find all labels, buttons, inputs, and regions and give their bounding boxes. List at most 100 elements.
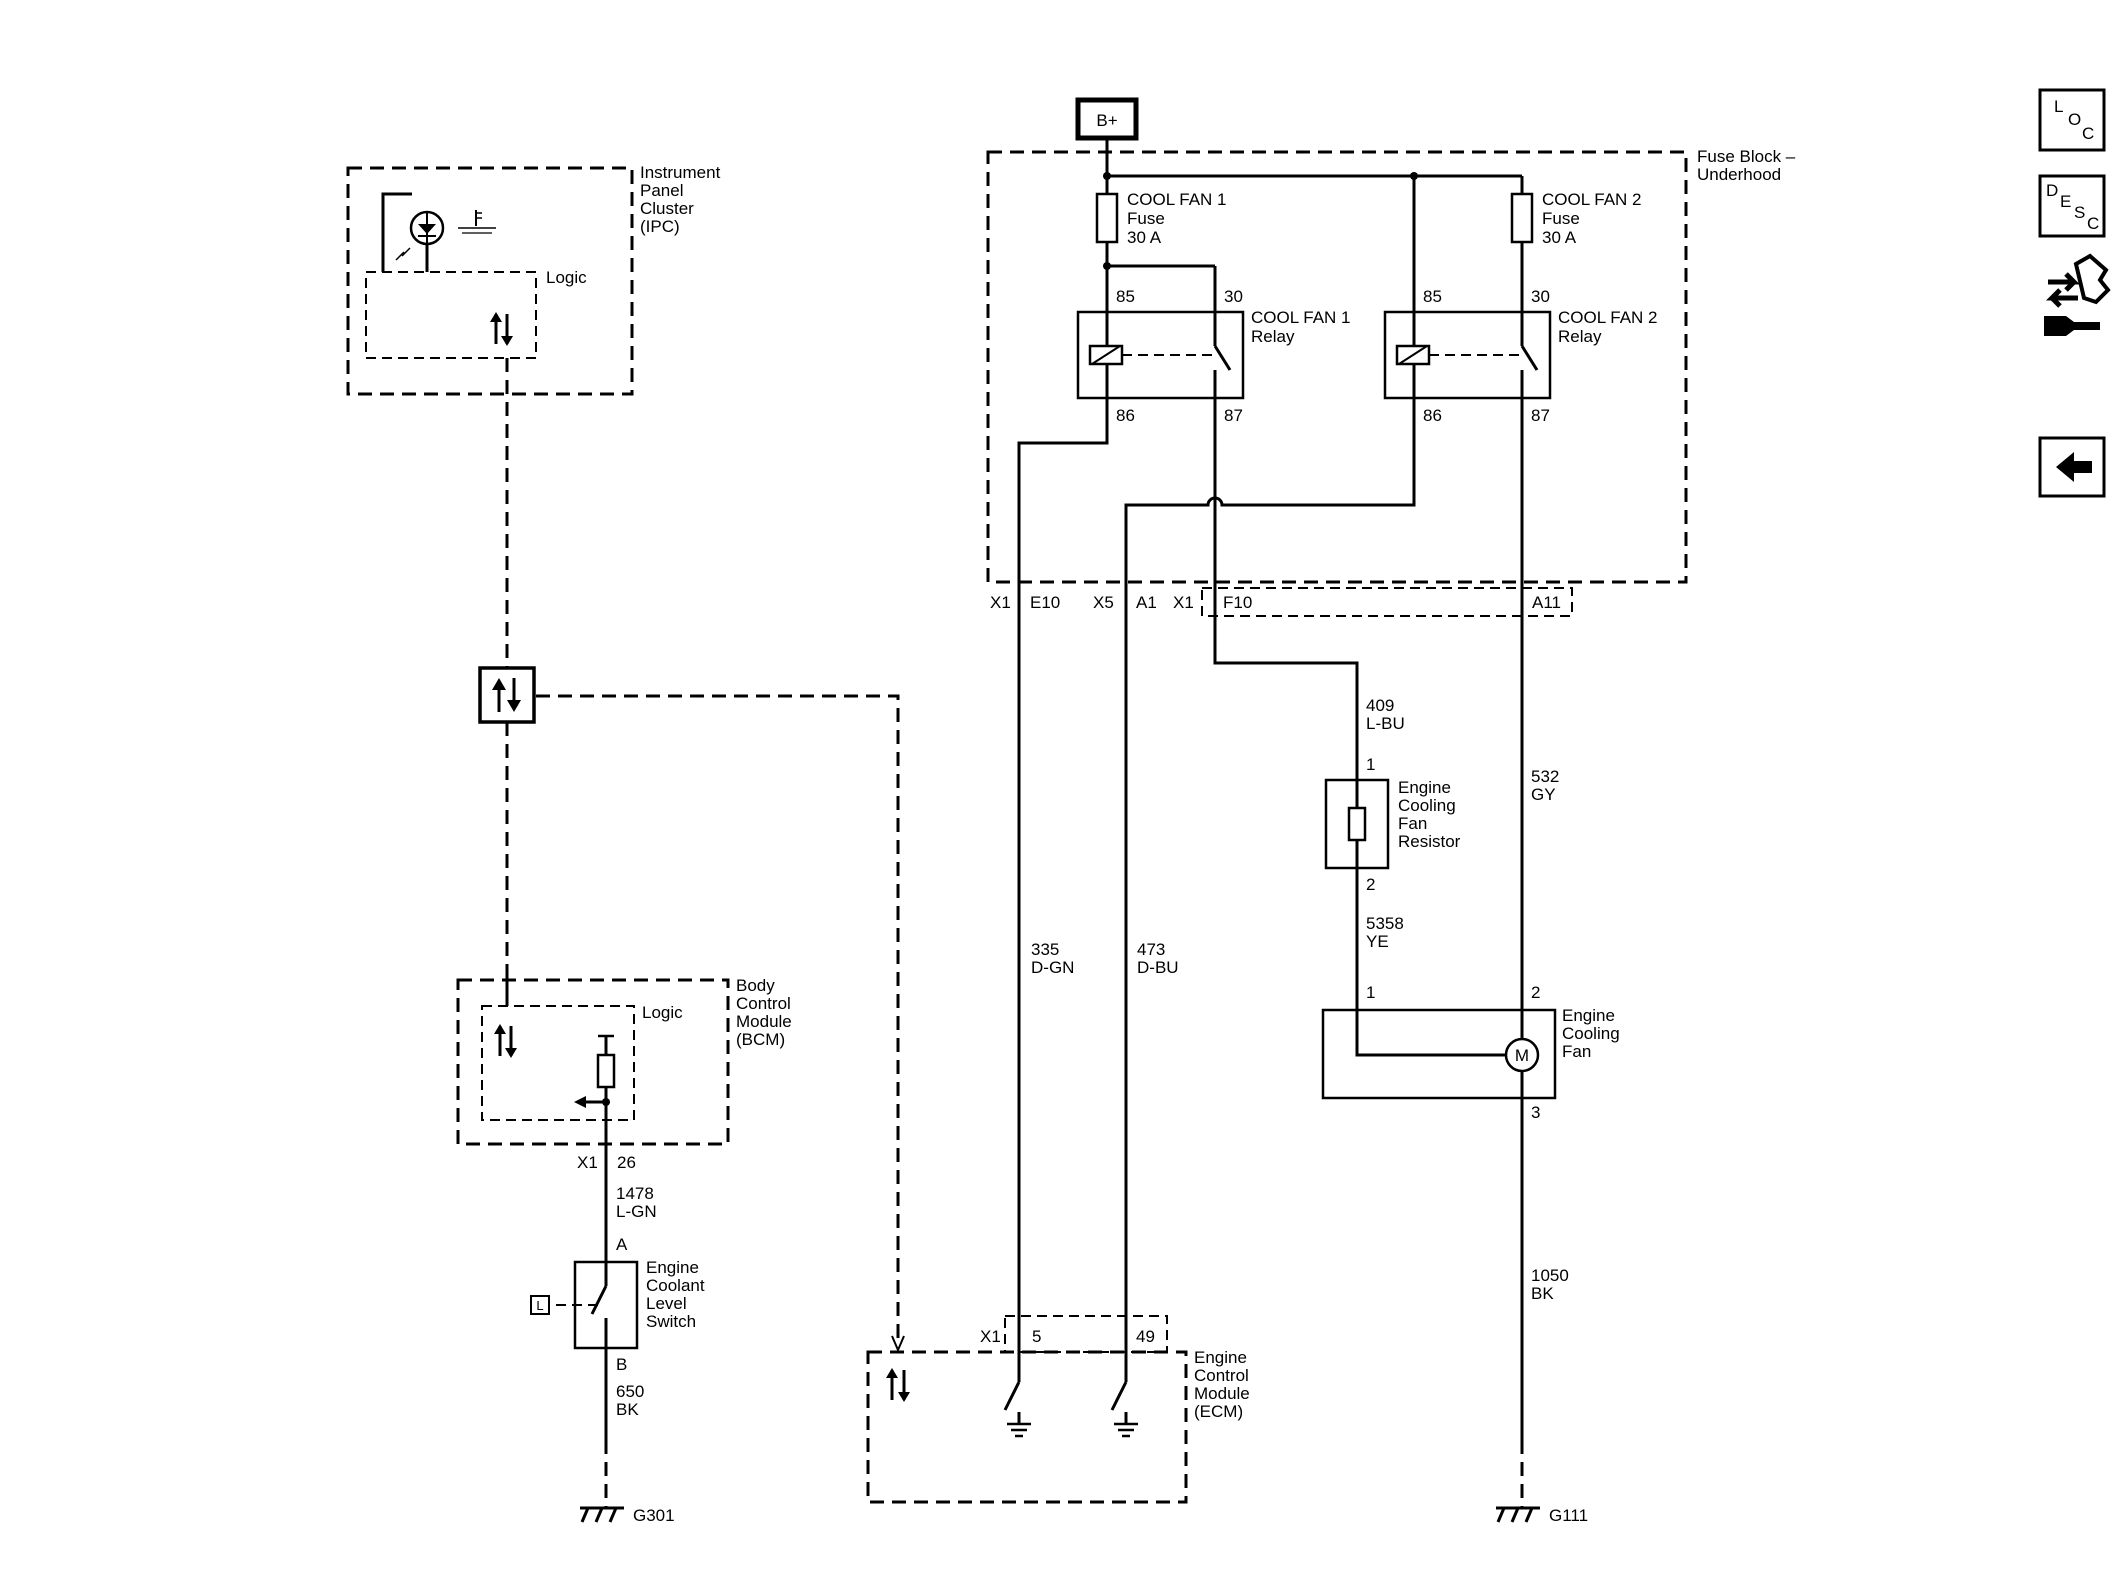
- loc-l: L: [2054, 97, 2063, 116]
- wire-473-color: D-BU: [1137, 958, 1179, 977]
- serial-data-junction: [478, 666, 536, 724]
- cool-fan-1-relay: 85 30 86 87 COOL FAN 1 Relay: [1076, 287, 1351, 425]
- ipc-line4: (IPC): [640, 217, 680, 236]
- fuse-block-connectors: X1 E10 X5 A1 X1 F10 A11: [990, 587, 1573, 617]
- body-control-module: Logic Body Control Module (BCM) X1 26: [456, 975, 792, 1172]
- relay1-line1: COOL FAN 1: [1251, 308, 1351, 327]
- relay2-line1: COOL FAN 2: [1558, 308, 1658, 327]
- relay1-line2: Relay: [1251, 327, 1295, 346]
- fuse-block-title-line2: Underhood: [1697, 165, 1781, 184]
- back-button[interactable]: [2038, 436, 2106, 498]
- wire-650-number: 650: [616, 1382, 644, 1401]
- level-switch-pin-b: B: [616, 1355, 627, 1374]
- ipc-line1: Instrument: [640, 163, 721, 182]
- level-switch-line4: Switch: [646, 1312, 696, 1331]
- engine-cooling-fan-resistor: 1 2 Engine Cooling Fan Resistor: [1324, 755, 1461, 894]
- wire-409-number: 409: [1366, 696, 1394, 715]
- conn-x1-e10-a: X1: [990, 593, 1011, 612]
- left-arrow-icon: [2056, 452, 2092, 482]
- fuse2-line2: Fuse: [1542, 209, 1580, 228]
- resistor-line3: Fan: [1398, 814, 1427, 833]
- ground-g301-label: G301: [633, 1506, 675, 1525]
- loc-o: O: [2068, 110, 2081, 129]
- ecm-pin-49: 49: [1136, 1327, 1155, 1346]
- ipc-line2: Panel: [640, 181, 683, 200]
- relay2-pin85: 85: [1423, 287, 1442, 306]
- ecm-line1: Engine: [1194, 1348, 1247, 1367]
- wire-532-color: GY: [1531, 785, 1556, 804]
- cool-fan-2-relay: 85 30 86 87 COOL FAN 2 Relay: [1383, 287, 1658, 425]
- data-link-icon: [886, 1368, 910, 1402]
- fan-line2: Cooling: [1562, 1024, 1620, 1043]
- level-switch-tag: L: [536, 1298, 543, 1313]
- fan-pin3: 3: [1531, 1103, 1540, 1122]
- wire-473-number: 473: [1137, 940, 1165, 959]
- b-plus-label: B+: [1096, 111, 1117, 130]
- wire-1478-number: 1478: [616, 1184, 654, 1203]
- b-plus-feed: B+: [1075, 97, 1139, 180]
- desc-d: D: [2046, 181, 2058, 200]
- bcm-line2: Control: [736, 994, 791, 1013]
- fan-motor-label: M: [1515, 1046, 1529, 1065]
- ipc-logic-label: Logic: [546, 268, 587, 287]
- relay2-line2: Relay: [1558, 327, 1602, 346]
- fuse1-line3: 30 A: [1127, 228, 1162, 247]
- wire-1478-color: L-GN: [616, 1202, 657, 1221]
- cool-fan-2-fuse: COOL FAN 2 Fuse 30 A: [1510, 176, 1642, 312]
- bcm-line3: Module: [736, 1012, 792, 1031]
- level-switch-pin-a: A: [616, 1235, 628, 1254]
- conn-x5-a1-a: X5: [1093, 593, 1114, 612]
- connector-tool-icon[interactable]: [2044, 253, 2111, 336]
- wire-1050-number: 1050: [1531, 1266, 1569, 1285]
- location-button[interactable]: L O C: [2038, 88, 2106, 152]
- desc-e: E: [2060, 192, 2071, 211]
- bcm-connector-26: 26: [617, 1153, 636, 1172]
- conn-x1-e10-b: E10: [1030, 593, 1060, 612]
- wire-335-number: 335: [1031, 940, 1059, 959]
- bcm-line4: (BCM): [736, 1030, 785, 1049]
- wire-5358-number: 5358: [1366, 914, 1404, 933]
- wire-650-color: BK: [616, 1400, 639, 1419]
- resistor-pin1: 1: [1366, 755, 1375, 774]
- fuse1-line1: COOL FAN 1: [1127, 190, 1227, 209]
- level-sensor-icon: [530, 1295, 550, 1315]
- bcm-connector-x1: X1: [577, 1153, 598, 1172]
- resistor-pin2: 2: [1366, 875, 1375, 894]
- wire-5358-color: YE: [1366, 932, 1389, 951]
- relay1-pin30: 30: [1224, 287, 1243, 306]
- level-switch-line1: Engine: [646, 1258, 699, 1277]
- ecm-line3: Module: [1194, 1384, 1250, 1403]
- conn-x5-a1-b: A1: [1136, 593, 1157, 612]
- ground-g111-icon: G111: [1496, 1506, 1588, 1525]
- wire-335-color: D-GN: [1031, 958, 1074, 977]
- cool-fan-1-fuse: COOL FAN 1 Fuse 30 A: [1095, 176, 1227, 312]
- resistor-line4: Resistor: [1398, 832, 1461, 851]
- wire-409-color: L-BU: [1366, 714, 1405, 733]
- ecm-pin-5: 5: [1032, 1327, 1041, 1346]
- description-button[interactable]: D E S C: [2038, 174, 2106, 238]
- engine-coolant-level-switch: A L Engine Coolant Level Switch B: [530, 1235, 705, 1374]
- ecm-line2: Control: [1194, 1366, 1249, 1385]
- ground-g111-label: G111: [1549, 1506, 1588, 1525]
- wire-532-number: 532: [1531, 767, 1559, 786]
- conn-a11: A11: [1532, 593, 1561, 612]
- engine-control-module: X1 5 49 Engine Control Module (ECM): [866, 1315, 1250, 1504]
- fuse-block-underhood: Fuse Block – Underhood: [986, 147, 1796, 584]
- level-switch-line3: Level: [646, 1294, 687, 1313]
- fuse-block-title-line1: Fuse Block –: [1697, 147, 1796, 166]
- wire-1050-color: BK: [1531, 1284, 1554, 1303]
- fan-pin1: 1: [1366, 983, 1375, 1002]
- ground-g301-icon: G301: [580, 1506, 675, 1525]
- instrument-panel-cluster: Logic Instrument Panel Cluster (IPC): [346, 163, 721, 396]
- relay1-pin86: 86: [1116, 406, 1135, 425]
- level-switch-line2: Coolant: [646, 1276, 705, 1295]
- ipc-line3: Cluster: [640, 199, 694, 218]
- data-link-icon: [494, 1024, 517, 1058]
- fan-line3: Fan: [1562, 1042, 1591, 1061]
- ecm-connector-x1: X1: [980, 1327, 1001, 1346]
- thermometer-icon: [458, 210, 496, 234]
- data-link-icon: [490, 312, 513, 346]
- engine-cooling-fan: M 1 2 3 Engine Cooling Fan: [1321, 983, 1620, 1122]
- fan-pin2: 2: [1531, 983, 1540, 1002]
